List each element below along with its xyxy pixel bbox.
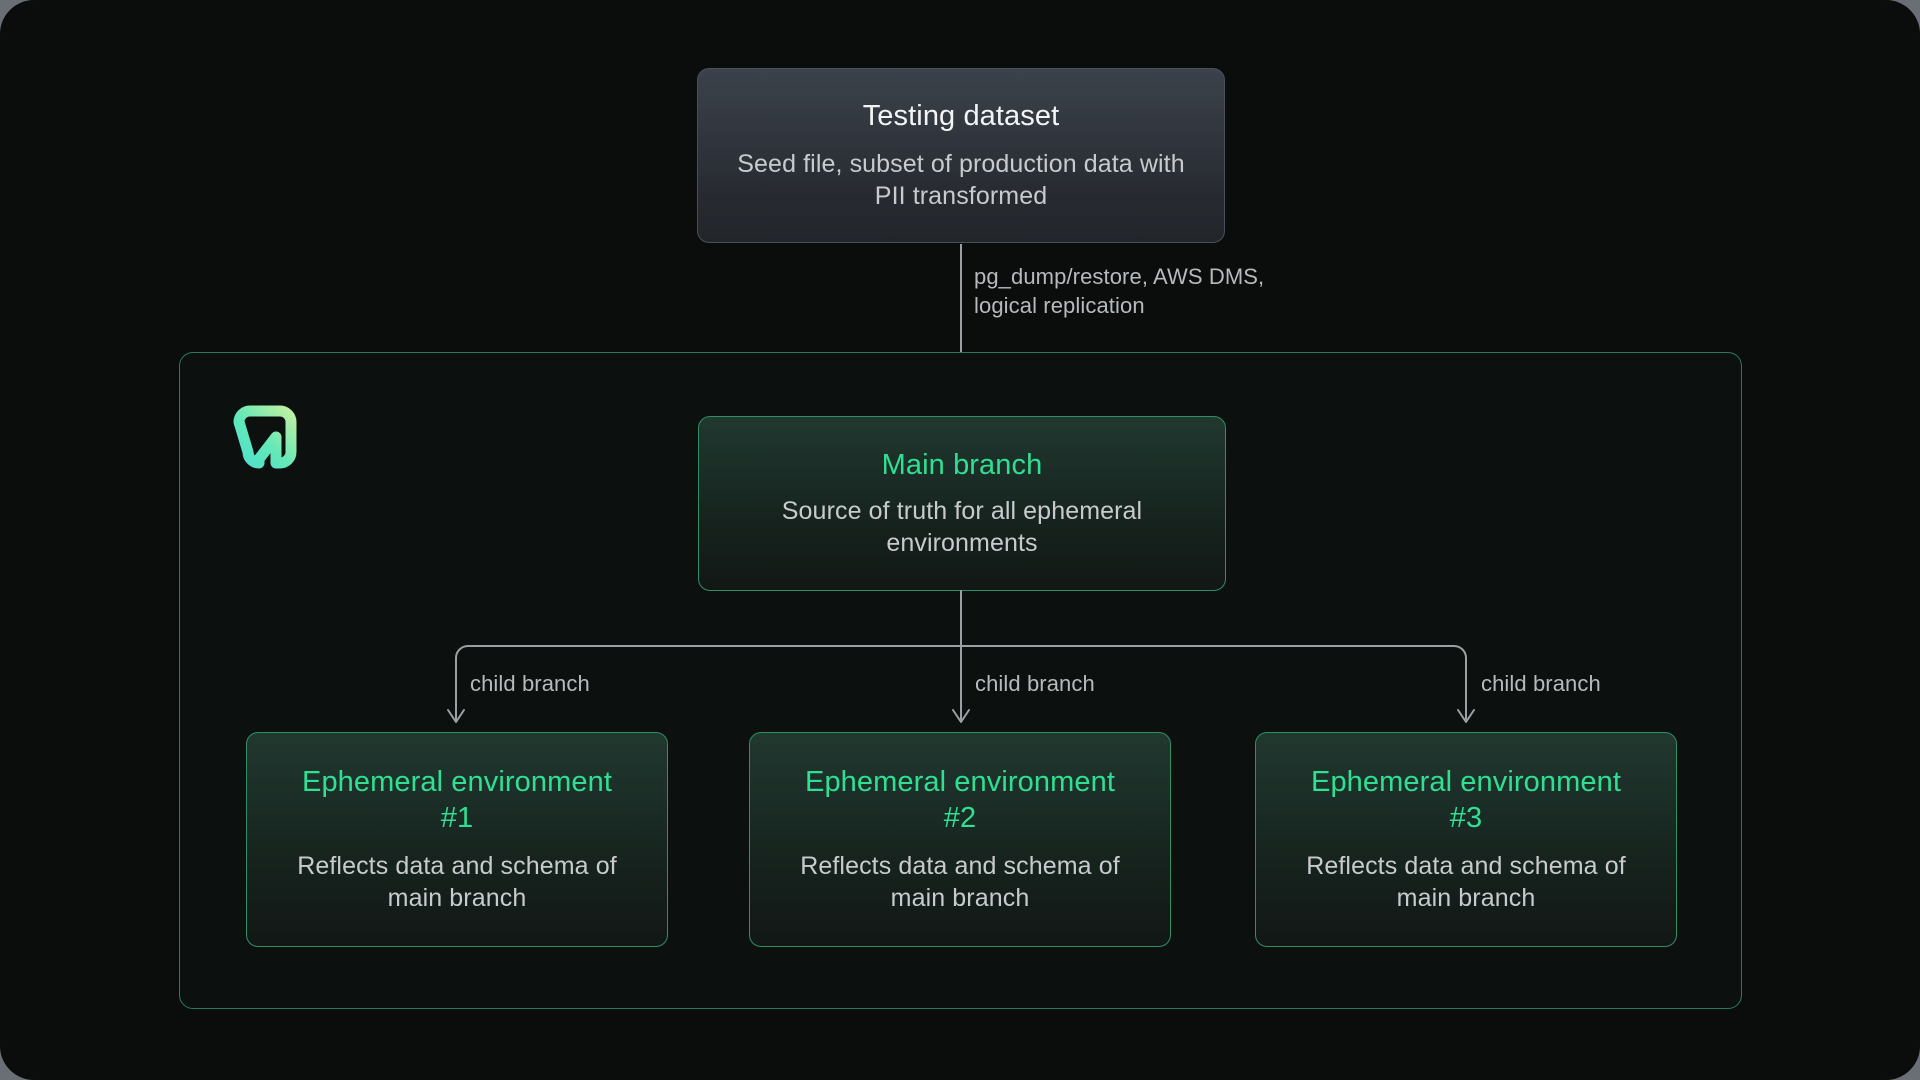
- child-branch-label-2: child branch: [975, 671, 1095, 696]
- ephemeral-environment-3-title: Ephemeral environment #3: [1311, 766, 1621, 834]
- child-branch-label-1: child branch: [470, 671, 590, 696]
- ephemeral-environment-1-title: Ephemeral environment #1: [302, 766, 612, 834]
- testing-dataset-description: Seed file, subset of production data wit…: [737, 150, 1185, 211]
- ingest-edge-label: pg_dump/restore, AWS DMS, logical replic…: [974, 264, 1265, 319]
- neon-container: Main branch Source of truth for all ephe…: [179, 352, 1742, 1009]
- ephemeral-environment-2-title: Ephemeral environment #2: [805, 766, 1115, 834]
- ephemeral-environment-2-description: Reflects data and schema of main branch: [800, 851, 1120, 912]
- main-branch-card: Main branch Source of truth for all ephe…: [698, 416, 1226, 591]
- ephemeral-environment-1-card: Ephemeral environment #1 Reflects data a…: [246, 732, 668, 947]
- ephemeral-environment-3-card: Ephemeral environment #3 Reflects data a…: [1255, 732, 1677, 947]
- main-branch-description: Source of truth for all ephemeral enviro…: [781, 497, 1143, 558]
- testing-dataset-card: Testing dataset Seed file, subset of pro…: [697, 68, 1225, 243]
- testing-dataset-title: Testing dataset: [862, 99, 1060, 132]
- ephemeral-environment-3-description: Reflects data and schema of main branch: [1306, 851, 1626, 912]
- neon-logo-icon: [233, 405, 297, 469]
- child-branch-label-3: child branch: [1481, 671, 1601, 696]
- main-branch-title: Main branch: [881, 448, 1043, 481]
- ephemeral-environment-1-description: Reflects data and schema of main branch: [297, 851, 617, 912]
- ephemeral-environment-2-card: Ephemeral environment #2 Reflects data a…: [749, 732, 1171, 947]
